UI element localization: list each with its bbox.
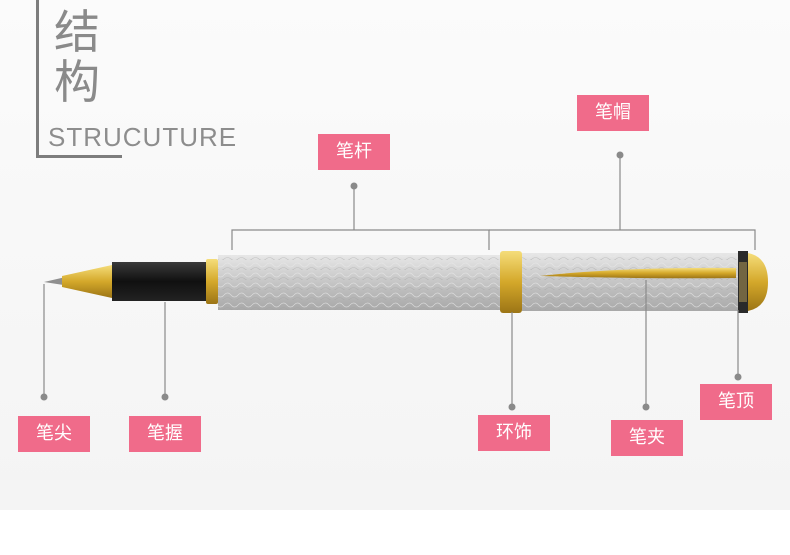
dot-nib [40,393,48,401]
label-barrel: 笔杆 [318,134,390,170]
pen-cap-texture [522,253,740,311]
pen-center-ring [500,251,522,313]
pen-top [748,253,768,311]
dot-grip [161,393,169,401]
label-nib: 笔尖 [18,416,90,452]
title-bar-vertical [36,0,39,157]
title-bar-horizontal [36,155,122,158]
dot-cap [616,151,624,159]
label-ring: 环饰 [478,415,550,451]
dot-clip [642,403,650,411]
label-top: 笔顶 [700,384,772,420]
title-char-2: 构 [54,55,100,109]
pen-nib [62,265,112,298]
pen-clip [540,267,736,279]
pen-barrel-texture [218,255,503,310]
title-subtitle: STRUCUTURE [48,122,238,152]
bottom-band [0,510,790,555]
label-cap: 笔帽 [577,95,649,131]
label-clip: 笔夹 [611,420,683,456]
dot-barrel [350,182,358,190]
bracket-cap [489,229,756,250]
title-char-1: 结 [54,5,100,59]
bracket-barrel [231,229,490,250]
dot-ring [508,403,516,411]
dot-top [734,373,742,381]
pen-grip-ring [206,259,218,304]
pen-top-band-deco [739,262,747,302]
pen-grip [112,262,208,301]
label-grip: 笔握 [129,416,201,452]
